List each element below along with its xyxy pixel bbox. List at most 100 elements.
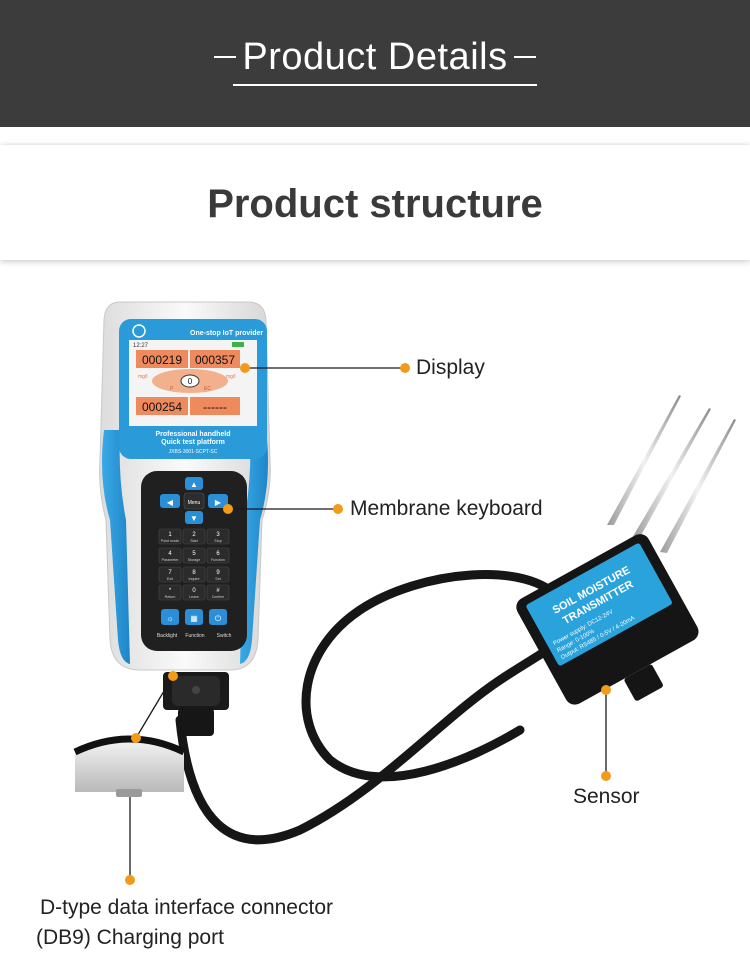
switch-label: Switch <box>217 633 232 639</box>
reading-2: 000357 <box>195 353 235 367</box>
title-dash-left <box>214 55 237 58</box>
probe-2 <box>632 408 711 539</box>
backlight-icon: ☼ <box>166 614 173 623</box>
callout-connector-upper <box>135 675 174 739</box>
dot-sensor-start <box>601 685 611 695</box>
backlight-label: Backlight <box>157 633 178 639</box>
dot-keyboard-start <box>223 504 233 514</box>
key-1[interactable] <box>182 528 206 545</box>
model-number: JXBS-3001-SCPT-SC <box>169 449 218 455</box>
tag-p: P <box>170 386 174 392</box>
probe-1 <box>607 395 681 525</box>
dot-connector-end <box>125 875 135 885</box>
dot-keyboard-end <box>333 504 343 514</box>
key-number: 4 <box>168 551 172 557</box>
key-right[interactable] <box>208 494 228 508</box>
brand-tagline: One-stop IoT provider <box>190 330 263 337</box>
brand-logo-icon <box>132 324 146 338</box>
key-0[interactable] <box>158 528 182 545</box>
key-number: 5 <box>192 551 196 557</box>
key-label: Return <box>165 595 176 599</box>
callout-dots <box>125 363 611 885</box>
key-3[interactable] <box>158 547 182 564</box>
switch-key[interactable] <box>209 609 227 625</box>
key-left[interactable] <box>160 494 180 508</box>
tag-ec: EC <box>204 386 211 392</box>
grip-left <box>102 430 130 664</box>
title-dash-right <box>513 55 536 58</box>
dot-connector-mid <box>131 733 141 743</box>
probe-3 <box>660 419 736 553</box>
reading-box-1 <box>136 350 188 368</box>
dot-sensor-end <box>601 771 611 781</box>
key-label: Parameter <box>162 558 180 562</box>
key-menu[interactable] <box>183 492 205 510</box>
key-label: Leave <box>189 595 199 599</box>
label-sensor: Sensor <box>573 785 640 808</box>
key-number: # <box>216 588 220 594</box>
power-icon: ⏻ <box>215 614 222 623</box>
key-number: 2 <box>192 532 196 538</box>
key-8[interactable] <box>206 566 230 583</box>
key-down[interactable] <box>185 511 203 524</box>
connector-closeup <box>73 735 186 797</box>
function-label: Function <box>185 633 204 639</box>
arrow-down-icon: ▼ <box>190 514 198 523</box>
key-label: Exit <box>167 577 173 581</box>
arrow-left-icon: ◀ <box>167 498 174 507</box>
grid-icon: ▦ <box>190 614 198 623</box>
key-number: * <box>169 588 172 594</box>
menu-key-label: Menu <box>188 500 201 506</box>
key-label: Storage <box>188 558 201 562</box>
key-number: 3 <box>216 532 220 538</box>
function-key[interactable] <box>185 609 203 625</box>
device-screen: 12:27 000219 000357 mg/l mg/l 0 P EC 000… <box>129 340 257 426</box>
reading-3: 000254 <box>142 400 182 414</box>
key-number: 1 <box>168 532 172 538</box>
dot-display-start <box>240 363 250 373</box>
reading-1: 000219 <box>142 353 182 367</box>
key-label: Inquire <box>189 577 200 581</box>
key-7[interactable] <box>182 566 206 583</box>
header-bar <box>0 0 750 127</box>
battery-icon <box>232 342 244 347</box>
unit-left: mg/l <box>138 374 147 380</box>
key-9[interactable] <box>158 584 182 601</box>
caption-line-2: Quick test platform <box>161 439 225 446</box>
key-number: 9 <box>216 570 220 576</box>
reading-box-3 <box>136 397 188 415</box>
key-number: 7 <box>168 570 172 576</box>
key-5[interactable] <box>206 547 230 564</box>
dot-display-end <box>400 363 410 373</box>
section-band <box>0 145 750 260</box>
key-label: Start <box>190 539 198 543</box>
header-title-text: Product Details <box>242 36 508 78</box>
key-label: Function <box>211 558 225 562</box>
dot-connector-start <box>168 671 178 681</box>
backlight-key[interactable] <box>161 609 179 625</box>
label-keyboard: Membrane keyboard <box>350 497 543 520</box>
reading-box-4 <box>190 397 240 415</box>
arrow-up-icon: ▲ <box>190 480 198 489</box>
key-number: 6 <box>216 551 220 557</box>
key-11[interactable] <box>206 584 230 601</box>
caption-line-1: Professional handheld <box>155 431 230 438</box>
reading-4: ------ <box>203 400 227 414</box>
label-connector-2: (DB9) Charging port <box>36 926 224 949</box>
key-up[interactable] <box>185 477 203 490</box>
key-label: Stop <box>214 539 221 543</box>
key-6[interactable] <box>158 566 182 583</box>
key-label: Set <box>215 577 220 581</box>
screen-time: 12:27 <box>133 343 149 349</box>
key-4[interactable] <box>182 547 206 564</box>
label-connector-1: D-type data interface connector <box>40 896 333 919</box>
section-title: Product structure <box>207 182 543 226</box>
key-label: Confirm <box>212 595 225 599</box>
reading-box-2 <box>190 350 240 368</box>
key-2[interactable] <box>206 528 230 545</box>
header-underline <box>233 84 537 86</box>
header-title: Product Details <box>0 36 750 79</box>
key-10[interactable] <box>182 584 206 601</box>
